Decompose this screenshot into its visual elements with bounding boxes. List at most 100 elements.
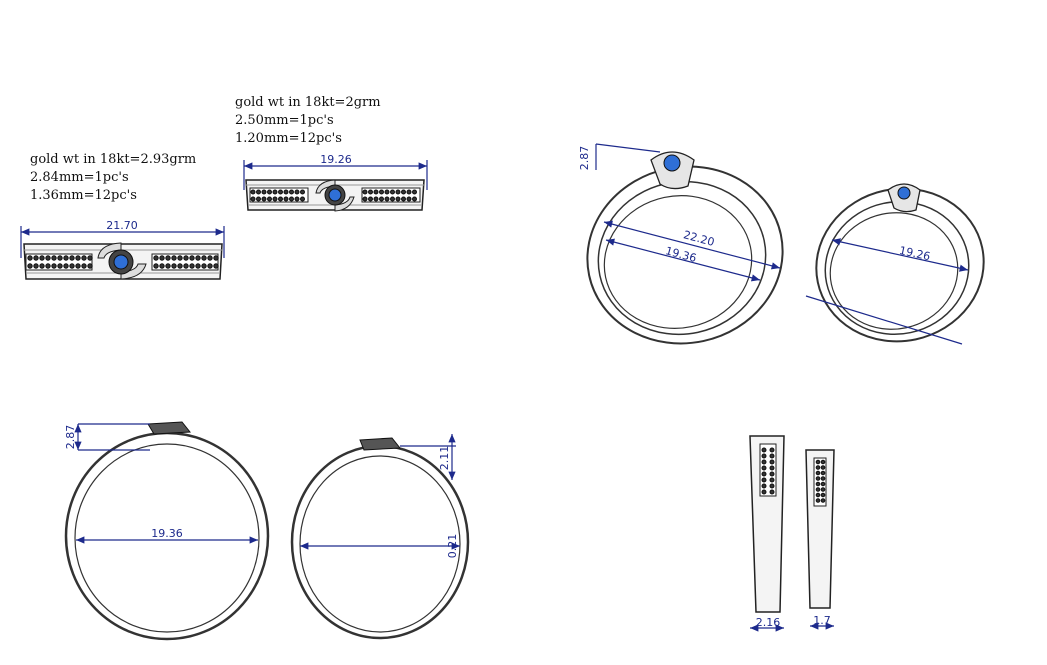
- ring-b-front-view: 2.11 0.21: [290, 434, 470, 640]
- pave-stone: [189, 255, 195, 261]
- pave-stone: [261, 196, 267, 202]
- pave-stone: [761, 447, 767, 453]
- pave-stone: [815, 498, 821, 503]
- pave-stone: [820, 492, 826, 498]
- pave-stone: [183, 255, 189, 261]
- ring-b-gold-weight: gold wt in 18kt=2grm: [235, 95, 381, 110]
- pave-stone: [373, 196, 379, 202]
- pave-stone: [368, 189, 373, 195]
- ring-b-center-stone-icon: [328, 188, 342, 202]
- pave-stone: [159, 255, 165, 261]
- ring-a-persp-stone-icon: [663, 154, 681, 172]
- pave-stone: [761, 453, 767, 459]
- pave-stone: [278, 196, 283, 202]
- ring-a-side-stones: 1.36mm=12pc's: [30, 188, 137, 203]
- pave-stone: [87, 255, 93, 261]
- ring-b-front-height-label: 2.11: [438, 446, 451, 471]
- pave-stone: [769, 447, 775, 453]
- pave-stone: [81, 255, 87, 261]
- ring-b-specs: gold wt in 18kt=2grm 2.50mm=1pc's 1.20mm…: [235, 94, 381, 148]
- ring-b-top-view: 19.26: [243, 153, 428, 212]
- ring-b-center-stone: 2.50mm=1pc's: [235, 113, 334, 128]
- pave-stone: [153, 255, 159, 261]
- pave-stone: [815, 470, 821, 476]
- pave-stone: [401, 196, 406, 202]
- pave-stone: [201, 263, 207, 269]
- pave-stone: [384, 189, 390, 195]
- pave-stone: [820, 465, 826, 470]
- pave-stone: [153, 263, 159, 269]
- pave-stone: [820, 487, 826, 492]
- pave-stone: [368, 196, 373, 202]
- pave-stone: [75, 263, 81, 269]
- ring-a-persp-height-label: 2.87: [578, 146, 591, 171]
- ring-a-persp-inner-label: 19.36: [664, 244, 698, 265]
- pave-stone: [362, 189, 368, 195]
- pave-stone: [63, 263, 69, 269]
- pave-stone: [81, 263, 87, 269]
- pave-stone: [75, 255, 81, 261]
- pave-stone: [87, 263, 93, 269]
- ring-a-center-setting: [97, 242, 147, 280]
- pave-stone: [39, 255, 45, 261]
- pave-stone: [300, 189, 305, 195]
- pave-stone: [289, 189, 294, 195]
- pave-stone: [815, 487, 821, 492]
- pave-stone: [283, 189, 289, 195]
- pave-stone: [69, 263, 75, 269]
- pave-stone: [177, 255, 183, 261]
- pave-stone: [45, 255, 51, 261]
- ring-a-gold-weight: gold wt in 18kt=2.93grm: [30, 152, 197, 167]
- pave-stone: [769, 489, 775, 495]
- pave-stone: [267, 196, 272, 202]
- pave-stone: [761, 477, 767, 483]
- pave-stone: [171, 263, 177, 269]
- pave-stone: [278, 189, 283, 195]
- pave-stone: [379, 196, 384, 202]
- pave-stone: [373, 189, 379, 195]
- ring-a-perspective-view: 2.87 22.20 19.36: [578, 143, 784, 345]
- pave-stone: [815, 476, 821, 481]
- ring-a-side-width-label: 2.16: [756, 616, 781, 629]
- ring-a-persp-outer-label: 22.20: [682, 228, 716, 249]
- ring-b-center-setting: [315, 179, 355, 212]
- pave-stone: [159, 263, 165, 269]
- pave-stone: [769, 459, 775, 465]
- pave-stone: [171, 255, 177, 261]
- pave-stone: [213, 255, 219, 261]
- pave-stone: [379, 189, 384, 195]
- pave-stone: [769, 465, 775, 471]
- ring-b-side-stones: 1.20mm=12pc's: [235, 131, 342, 146]
- pave-stone: [165, 255, 171, 261]
- pave-stone: [406, 196, 412, 202]
- pave-stone: [820, 481, 826, 487]
- ring-b-front-inner-label: 0.21: [446, 534, 459, 559]
- pave-stone: [820, 459, 826, 465]
- pave-stone: [39, 263, 45, 269]
- pave-stone: [815, 481, 821, 487]
- pave-stone: [815, 459, 821, 465]
- pave-stone: [256, 189, 261, 195]
- ring-a-center-stone: 2.84mm=1pc's: [30, 170, 129, 185]
- pave-stone: [401, 189, 406, 195]
- ring-a-front-inner-label: 19.36: [151, 527, 183, 540]
- pave-stone: [57, 263, 63, 269]
- pave-stone: [183, 263, 189, 269]
- pave-stone: [207, 263, 213, 269]
- pave-stone: [769, 453, 775, 459]
- pave-stone: [761, 471, 767, 477]
- pave-stone: [57, 255, 63, 261]
- pave-stone: [63, 255, 69, 261]
- pave-stone: [272, 196, 278, 202]
- pave-stone: [289, 196, 294, 202]
- pave-stone: [250, 196, 256, 202]
- pave-stone: [283, 196, 289, 202]
- ring-a-center-stone-icon: [113, 254, 129, 270]
- ring-b-side-view: 1.7: [805, 449, 835, 630]
- pave-stone: [761, 465, 767, 471]
- pave-stone: [820, 498, 826, 503]
- ring-b-persp-inner-label: 19.26: [898, 244, 932, 263]
- ring-a-top-view: 21.70: [20, 219, 225, 280]
- pave-stone: [406, 189, 412, 195]
